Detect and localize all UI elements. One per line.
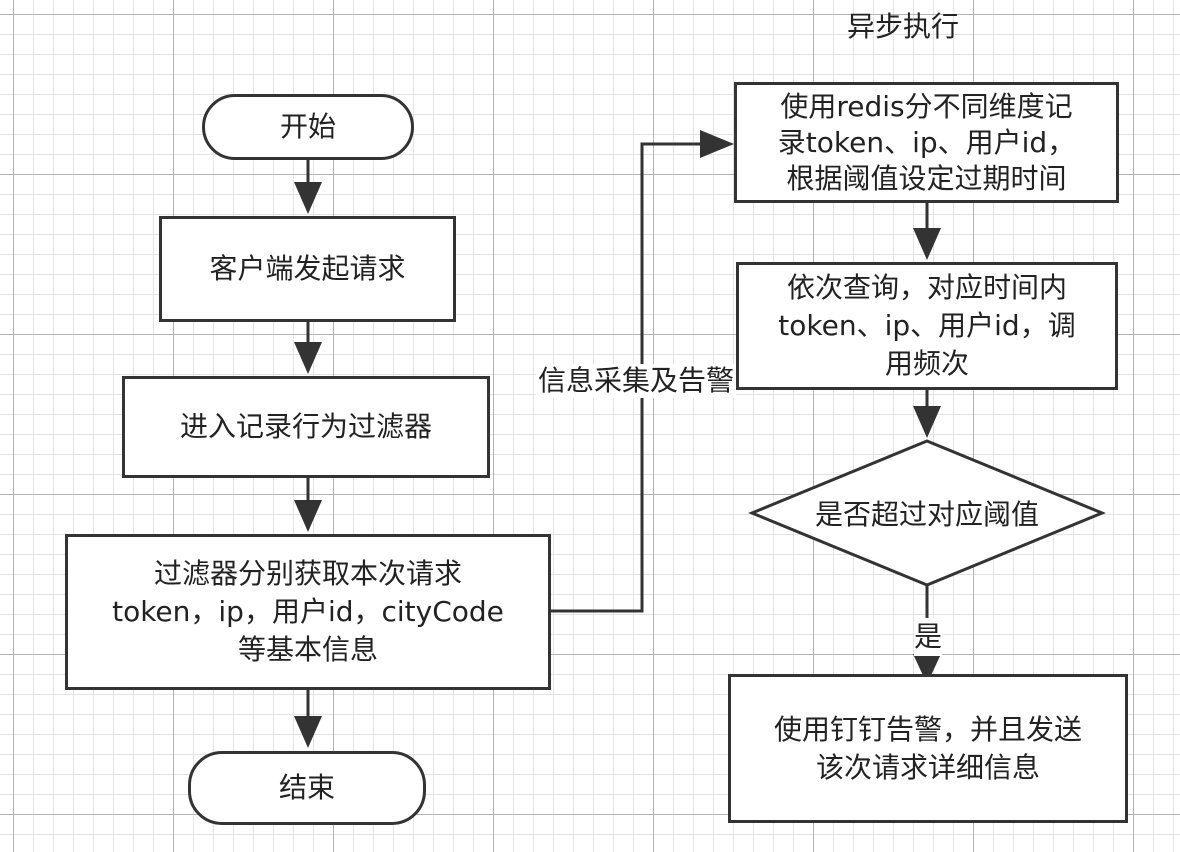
end-node-label: 结束 [278, 771, 335, 804]
alert-line-2: 该次请求详细信息 [815, 750, 1040, 784]
decision-diamond [748, 439, 1106, 587]
arrowhead-query-to-decision [913, 406, 941, 438]
redis-record-node: 使用redis分不同维度记 录token、ip、用户id， 根据阈值设定过期时间 [734, 82, 1119, 203]
decision-label: 是否超过对应阈值 [814, 498, 1039, 531]
client-request-node: 客户端发起请求 [159, 216, 456, 322]
client-request-label: 客户端发起请求 [209, 252, 406, 285]
enter-filter-label: 进入记录行为过滤器 [179, 410, 432, 443]
arrowhead-info-to-redis [700, 130, 734, 158]
arrowhead-request-to-filter [294, 342, 322, 374]
filter-info-line-1: 过滤器分别获取本次请求 [153, 557, 462, 590]
redis-record-line-2: 录token、ip、用户id， [777, 125, 1076, 159]
redis-record-line-1: 使用redis分不同维度记 [780, 89, 1073, 123]
filter-info-node: 过滤器分别获取本次请求 token，ip，用户id，cityCode 等基本信息 [65, 534, 551, 690]
redis-record-line-3: 根据阈值设定过期时间 [786, 161, 1067, 195]
async-header: 异步执行 [847, 10, 960, 43]
start-node-label: 开始 [279, 110, 336, 143]
arrowhead-redis-to-query [913, 228, 941, 260]
query-node: 依次查询，对应时间内 token、ip、用户id，调 用频次 [736, 262, 1118, 390]
end-node: 结束 [188, 751, 426, 825]
query-line-2: token、ip、用户id，调 [778, 309, 1076, 342]
arrowhead-start-to-request [294, 182, 322, 214]
arrowhead-decision-to-alert [913, 654, 941, 684]
filter-info-line-3: 等基本信息 [237, 633, 378, 666]
alert-node: 使用钉钉告警，并且发送 该次请求详细信息 [728, 674, 1128, 823]
collect-alert-edge-label: 信息采集及告警 [536, 364, 737, 398]
arrowhead-filter-to-info [294, 500, 322, 532]
query-line-1: 依次查询，对应时间内 [786, 271, 1067, 304]
alert-line-1: 使用钉钉告警，并且发送 [773, 712, 1082, 746]
arrowhead-info-to-end [294, 716, 322, 748]
query-line-3: 用频次 [884, 347, 969, 380]
yes-edge-label: 是 [914, 618, 943, 656]
start-node: 开始 [202, 94, 414, 160]
filter-info-line-2: token，ip，用户id，cityCode [112, 595, 504, 628]
enter-filter-node: 进入记录行为过滤器 [122, 376, 490, 478]
